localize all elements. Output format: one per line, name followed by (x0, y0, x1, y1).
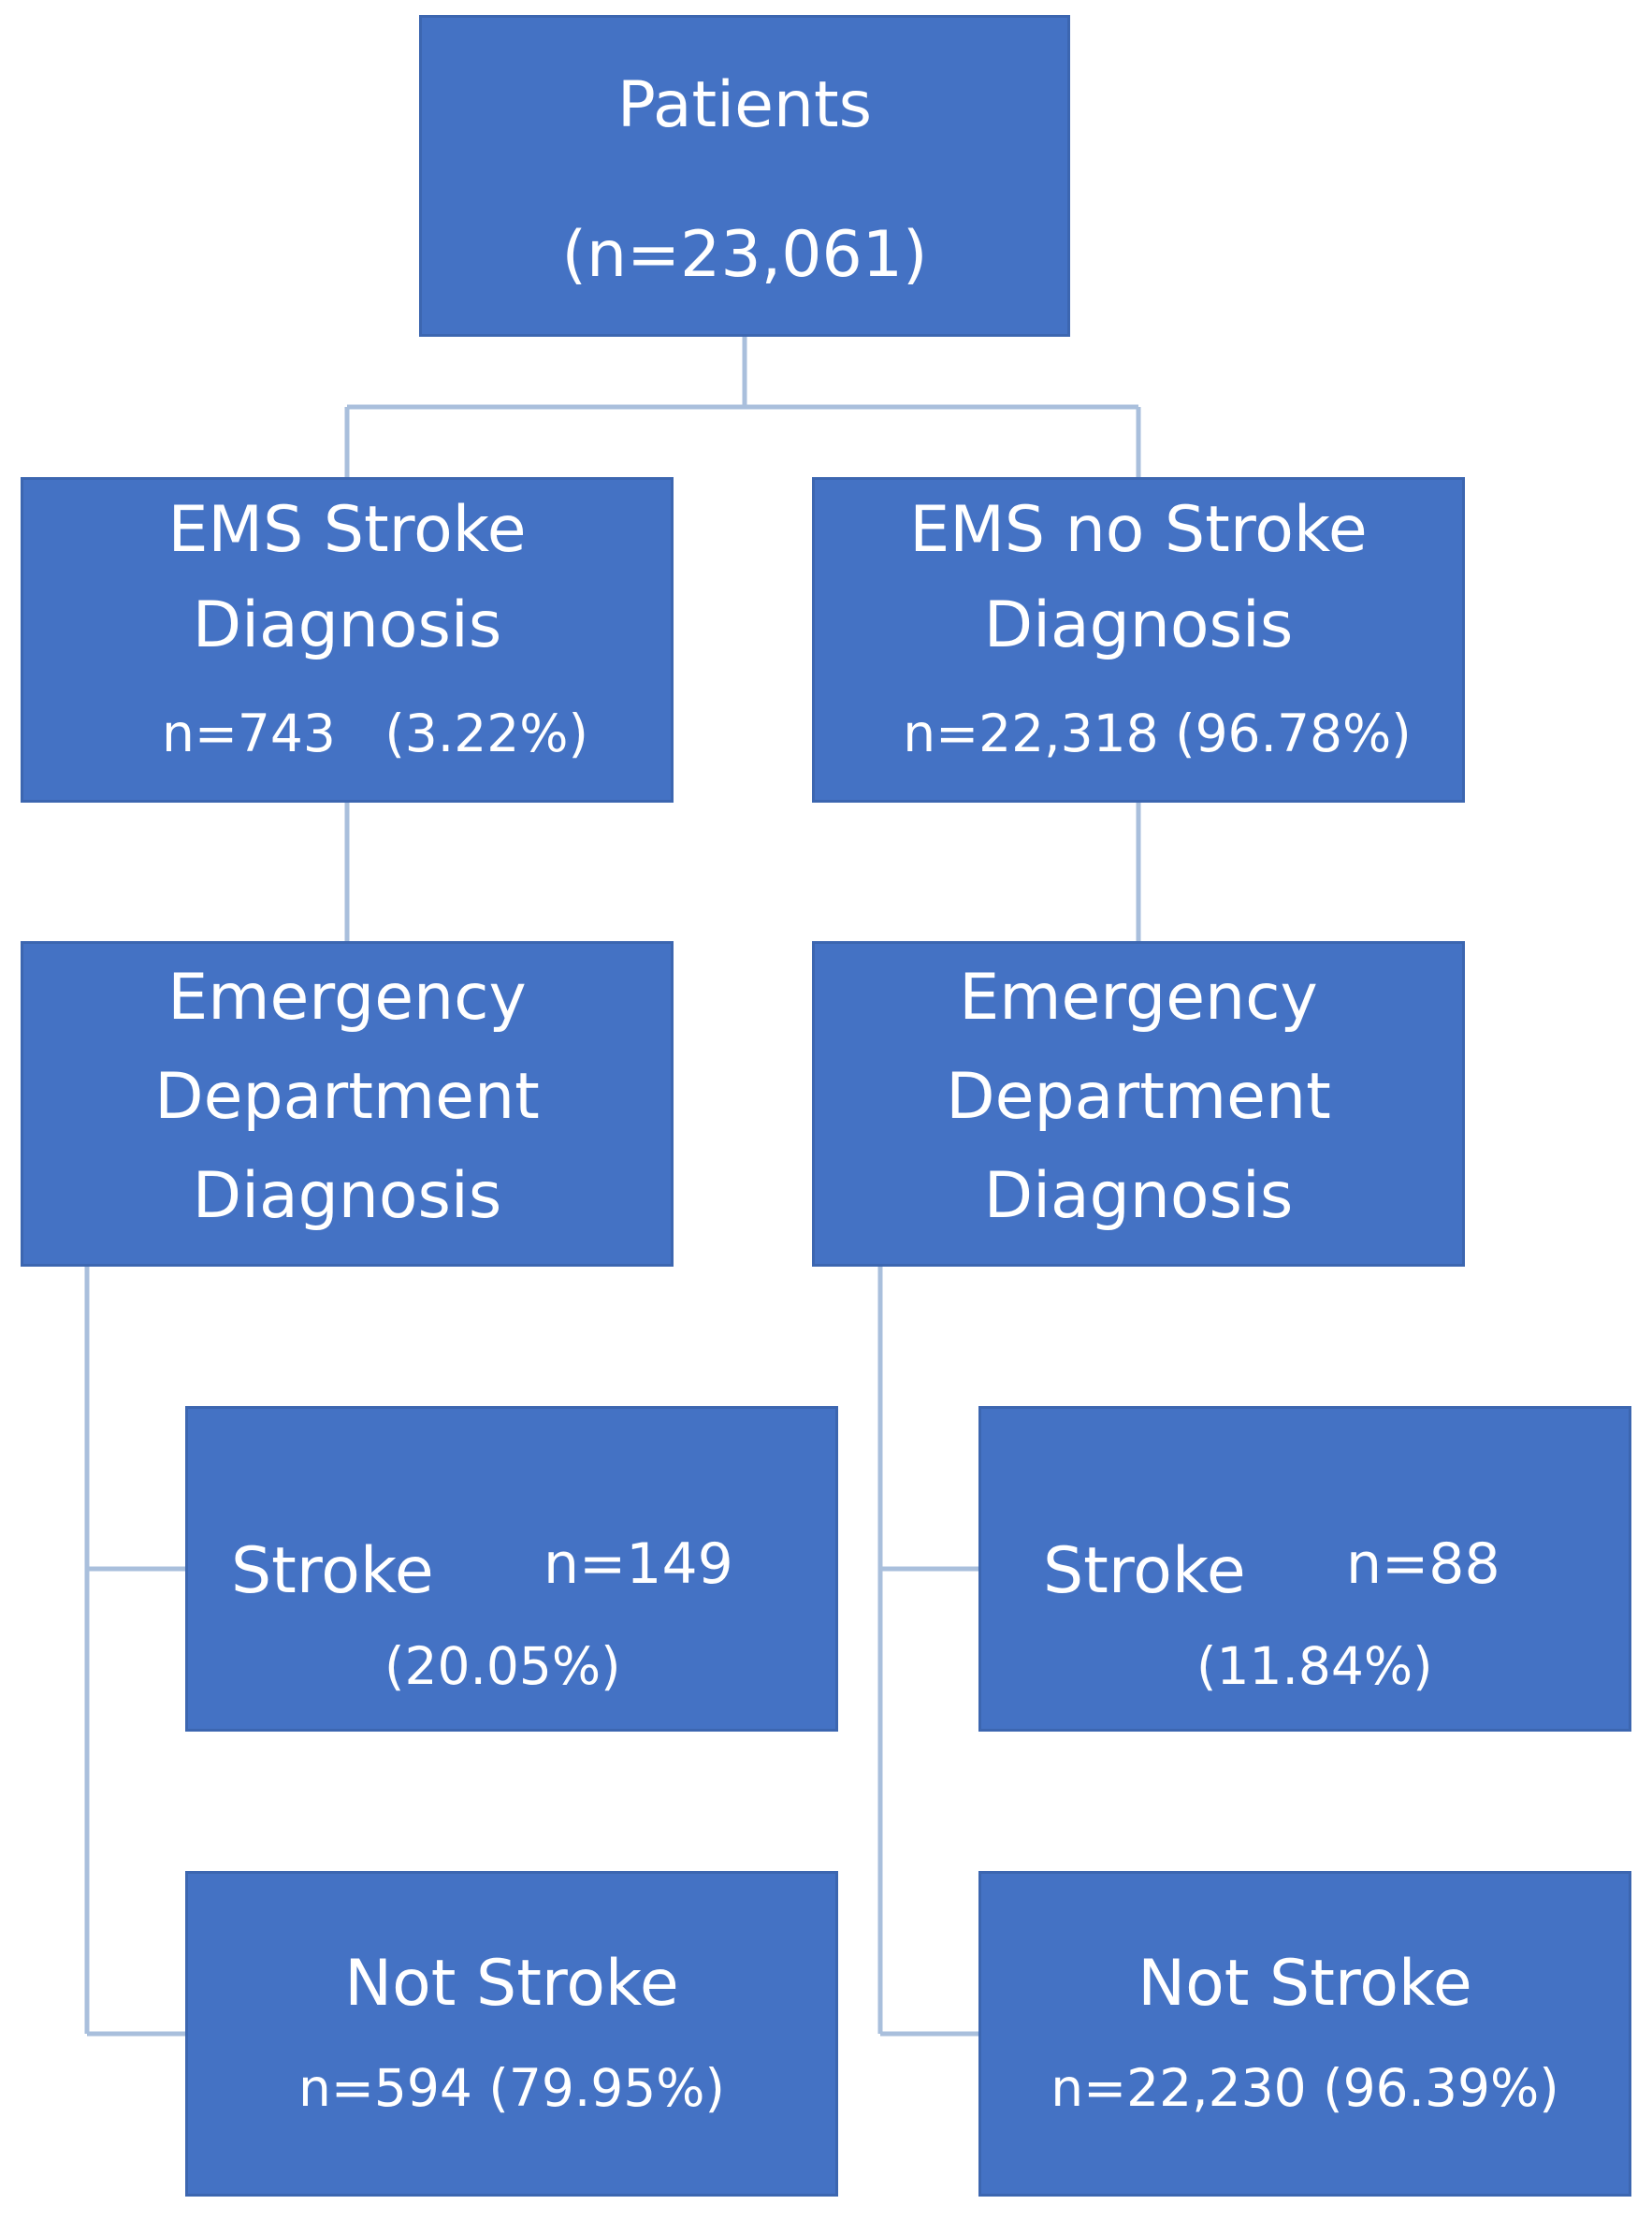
stroke-left-count: n=149 (543, 1531, 733, 1597)
ed-left-line1: Emergency (167, 961, 527, 1035)
ems-stroke-label-line1: EMS Stroke (167, 493, 527, 567)
not-stroke-left-count: n=594 (79.95%) (297, 2058, 726, 2118)
stroke-right-percent: (11.84%) (1196, 1636, 1433, 1696)
stroke-right-count: n=88 (1346, 1531, 1500, 1597)
ed-diagnosis-box-right: Emergency Department Diagnosis (812, 941, 1465, 1267)
ed-right-line2: Department (946, 1060, 1331, 1134)
stroke-box-left: Stroke n=149 (20.05%) (185, 1406, 838, 1732)
not-stroke-right-count: n=22,230 (96.39%) (1051, 2058, 1559, 2118)
patients-title: Patients (616, 68, 873, 142)
ems-no-stroke-box: EMS no Stroke Diagnosis n=22,318 (96.78%… (812, 477, 1465, 803)
ed-right-line3: Diagnosis (983, 1159, 1294, 1233)
ed-left-line3: Diagnosis (192, 1159, 502, 1233)
ems-no-stroke-label-line1: EMS no Stroke (909, 493, 1368, 567)
ed-diagnosis-box-left: Emergency Department Diagnosis (21, 941, 674, 1267)
ems-stroke-count: n=743 (3.22%) (161, 703, 588, 763)
stroke-left-label: Stroke (231, 1534, 434, 1608)
not-stroke-box-right: Not Stroke n=22,230 (96.39%) (978, 1871, 1631, 2197)
stroke-left-percent: (20.05%) (384, 1636, 621, 1696)
patients-box: Patients (n=23,061) (419, 15, 1070, 337)
stroke-box-right: Stroke n=88 (11.84%) (978, 1406, 1631, 1732)
ed-left-line2: Department (154, 1060, 540, 1134)
ems-no-stroke-label-line2: Diagnosis (983, 588, 1294, 662)
not-stroke-right-label: Not Stroke (1138, 1947, 1472, 2021)
ems-stroke-box: EMS Stroke Diagnosis n=743 (3.22%) (21, 477, 674, 803)
ems-stroke-label-line2: Diagnosis (192, 588, 502, 662)
ed-right-line1: Emergency (959, 961, 1318, 1035)
ems-no-stroke-count: n=22,318 (96.78%) (903, 703, 1412, 763)
not-stroke-left-label: Not Stroke (344, 1947, 679, 2021)
stroke-right-label: Stroke (1043, 1534, 1246, 1608)
not-stroke-box-left: Not Stroke n=594 (79.95%) (185, 1871, 838, 2197)
patients-count: (n=23,061) (561, 218, 928, 292)
